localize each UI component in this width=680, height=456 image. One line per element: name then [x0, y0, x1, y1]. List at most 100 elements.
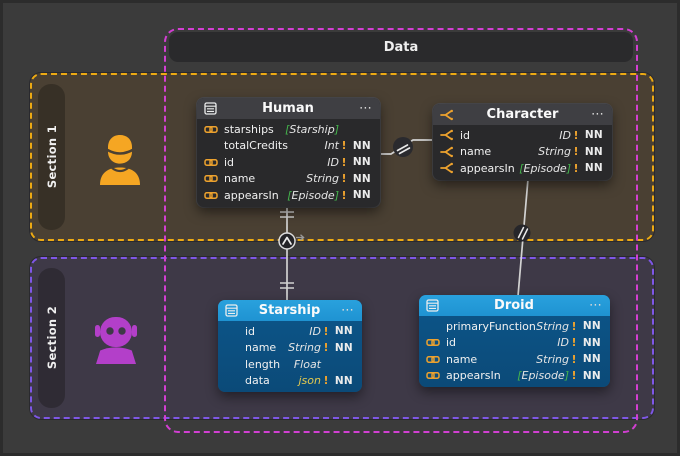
- data-container[interactable]: Data: [164, 28, 638, 433]
- required-mark: !: [323, 374, 329, 388]
- field-name: name: [460, 145, 492, 159]
- field-name: totalCredits: [224, 139, 288, 153]
- not-null-mark: NN: [334, 325, 353, 338]
- chain-link-icon: [204, 157, 224, 168]
- required-mark: !: [573, 128, 579, 142]
- field-type: String: [536, 352, 569, 366]
- table-grid-icon: [225, 304, 238, 317]
- required-mark: !: [323, 324, 329, 338]
- required-mark: !: [573, 145, 579, 159]
- row-appearsIn[interactable]: appearsIn[Episode]!NN: [419, 368, 610, 385]
- table-title: Starship: [258, 303, 321, 318]
- chain-link-icon: [204, 173, 224, 184]
- more-options-icon[interactable]: ⋯: [341, 302, 355, 318]
- more-options-icon[interactable]: ⋯: [591, 106, 605, 122]
- required-mark: !: [571, 336, 577, 350]
- field-type: [Episode]: [519, 161, 571, 175]
- table-header[interactable]: Human ⋯: [197, 98, 380, 119]
- field-type: Float: [293, 357, 321, 371]
- table-header[interactable]: Droid ⋯: [419, 295, 610, 316]
- field-type: String: [536, 319, 569, 333]
- field-name: appearsIn: [224, 188, 279, 202]
- required-mark: !: [341, 139, 347, 153]
- table-header[interactable]: Starship ⋯: [218, 300, 362, 321]
- field-name: appearsIn: [460, 161, 515, 175]
- fork-icon: [440, 162, 460, 174]
- field-name: id: [245, 324, 256, 338]
- required-mark: !: [341, 188, 347, 202]
- section-2[interactable]: Section 2: [30, 257, 654, 419]
- row-starships[interactable]: starships[Starship]: [197, 121, 380, 138]
- not-null-mark: NN: [582, 320, 601, 333]
- connector-character-droid[interactable]: [513, 178, 531, 297]
- field-type: ID: [309, 324, 321, 338]
- field-name: id: [224, 155, 235, 169]
- connector-human-starship[interactable]: [278, 205, 305, 301]
- chain-link-icon: [426, 370, 446, 381]
- not-null-mark: NN: [352, 172, 371, 185]
- field-name: appearsIn: [446, 369, 501, 383]
- section-1-tab[interactable]: Section 1: [38, 84, 65, 230]
- field-type: [Starship]: [285, 122, 339, 136]
- field-type: json: [298, 374, 322, 388]
- more-options-icon[interactable]: ⋯: [359, 100, 373, 116]
- not-null-mark: NN: [584, 129, 603, 142]
- row-appearsIn[interactable]: appearsIn [Episode]! NN: [433, 160, 612, 177]
- chain-link-icon: [204, 190, 224, 201]
- chain-link-icon: [426, 354, 446, 365]
- section-2-tab[interactable]: Section 2: [38, 268, 65, 408]
- field-name: name: [446, 352, 478, 366]
- table-grid-icon: [204, 102, 217, 115]
- not-null-mark: NN: [584, 162, 603, 175]
- not-null-mark: NN: [584, 145, 603, 158]
- chevron-collapse-symbol[interactable]: [278, 232, 296, 250]
- required-mark: !: [323, 341, 329, 355]
- row-id[interactable]: id ID! NN: [218, 323, 362, 340]
- field-type: String: [538, 145, 571, 159]
- required-mark: !: [573, 161, 579, 175]
- table-title: Droid: [494, 298, 534, 313]
- field-type: ID: [559, 128, 571, 142]
- data-container-header[interactable]: Data: [169, 32, 633, 62]
- not-null-mark: NN: [334, 374, 353, 387]
- more-options-icon[interactable]: ⋯: [589, 297, 603, 313]
- table-header[interactable]: Character ⋯: [433, 104, 612, 125]
- not-null-mark: NN: [352, 189, 371, 202]
- connector-human-character[interactable]: [380, 137, 433, 157]
- table-title: Human: [262, 101, 314, 116]
- row-appearsIn[interactable]: appearsIn [Episode]! NN: [197, 187, 380, 204]
- robot-icon: [95, 317, 137, 364]
- field-name: id: [446, 336, 457, 350]
- not-null-mark: NN: [352, 139, 371, 152]
- required-mark: !: [341, 155, 347, 169]
- fork-icon: [440, 129, 460, 141]
- field-type: [Episode]: [287, 188, 339, 202]
- required-mark: !: [571, 319, 577, 333]
- row-name[interactable]: name String! NN: [433, 144, 612, 161]
- not-null-mark: NN: [582, 336, 601, 349]
- person-icon: [100, 135, 140, 185]
- table-title: Character: [486, 107, 559, 122]
- field-name: primaryFunction: [446, 319, 536, 333]
- parallel-symbol[interactable]: [513, 224, 531, 242]
- field-name: name: [245, 341, 277, 355]
